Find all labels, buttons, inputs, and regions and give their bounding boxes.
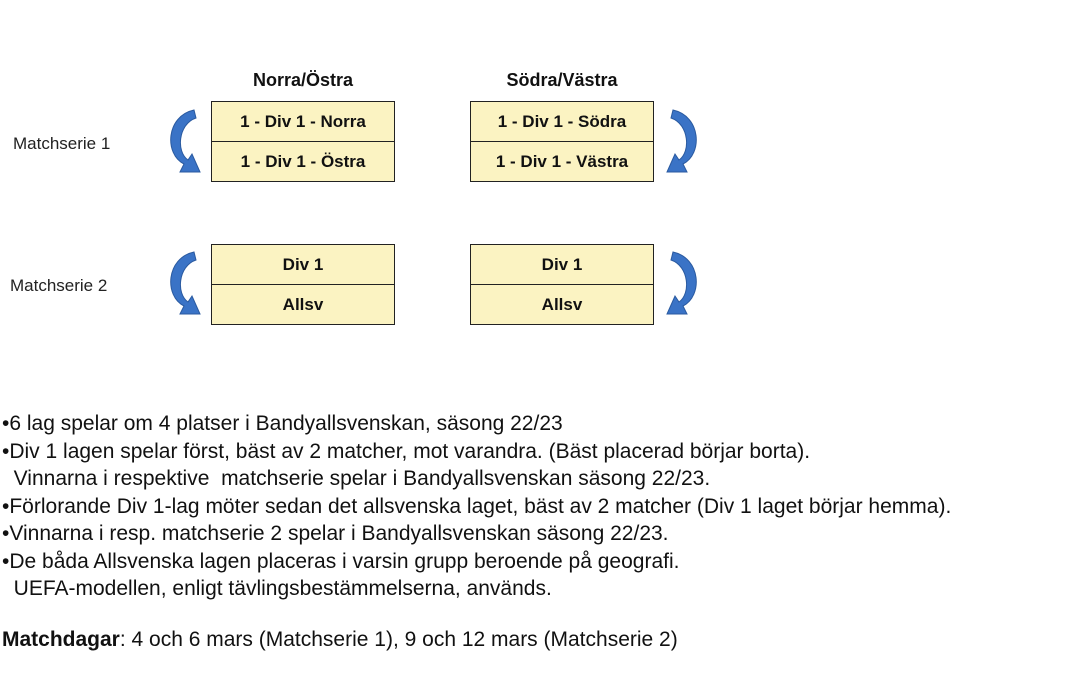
- note-line: Vinnarna i respektive matchserie spelar …: [2, 467, 711, 490]
- team-cell: 1 - Div 1 - Östra: [212, 141, 394, 181]
- matchdays-line: Matchdagar: 4 och 6 mars (Matchserie 1),…: [2, 628, 678, 652]
- group-matchserie-2-sodra-vastra: Div 1 Allsv: [470, 244, 654, 325]
- note-line: •Div 1 lagen spelar först, bäst av 2 mat…: [2, 439, 811, 463]
- rules-notes: •6 lag spelar om 4 platser i Bandyallsve…: [2, 410, 951, 603]
- note-line: UEFA-modellen, enligt tävlingsbestämmels…: [2, 577, 552, 600]
- matchdays-label: Matchdagar: [2, 628, 120, 651]
- matchdays-text: : 4 och 6 mars (Matchserie 1), 9 och 12 …: [119, 628, 678, 651]
- team-cell: Allsv: [212, 284, 394, 324]
- team-cell: 1 - Div 1 - Norra: [240, 112, 366, 131]
- row-label-matchserie-2: Matchserie 2: [10, 276, 108, 295]
- curved-arrow-icon: [170, 109, 201, 173]
- team-cell: Div 1: [282, 255, 324, 274]
- note-line: •De båda Allsvenska lagen placeras i var…: [2, 549, 680, 573]
- team-cell: 1 - Div 1 - Södra: [497, 112, 627, 131]
- column-header-norra-ostra: Norra/Östra: [252, 70, 354, 90]
- curved-arrow-icon: [666, 109, 697, 173]
- row-label-matchserie-1: Matchserie 1: [13, 134, 111, 153]
- team-cell: 1 - Div 1 - Västra: [471, 141, 653, 181]
- team-cell: Allsv: [471, 284, 653, 324]
- group-matchserie-2-norra-ostra: Div 1 Allsv: [211, 244, 395, 325]
- team-cell: Div 1: [541, 255, 583, 274]
- curved-arrow-icon: [666, 251, 697, 315]
- group-matchserie-1-sodra-vastra: 1 - Div 1 - Södra 1 - Div 1 - Västra: [470, 101, 654, 182]
- note-line: •6 lag spelar om 4 platser i Bandyallsve…: [2, 412, 563, 435]
- curved-arrow-icon: [170, 251, 201, 315]
- column-header-sodra-vastra: Södra/Västra: [506, 70, 618, 90]
- note-line: •Vinnarna i resp. matchserie 2 spelar i …: [2, 522, 669, 545]
- group-matchserie-1-norra-ostra: 1 - Div 1 - Norra 1 - Div 1 - Östra: [211, 101, 395, 182]
- note-line: •Förlorande Div 1-lag möter sedan det al…: [2, 494, 952, 518]
